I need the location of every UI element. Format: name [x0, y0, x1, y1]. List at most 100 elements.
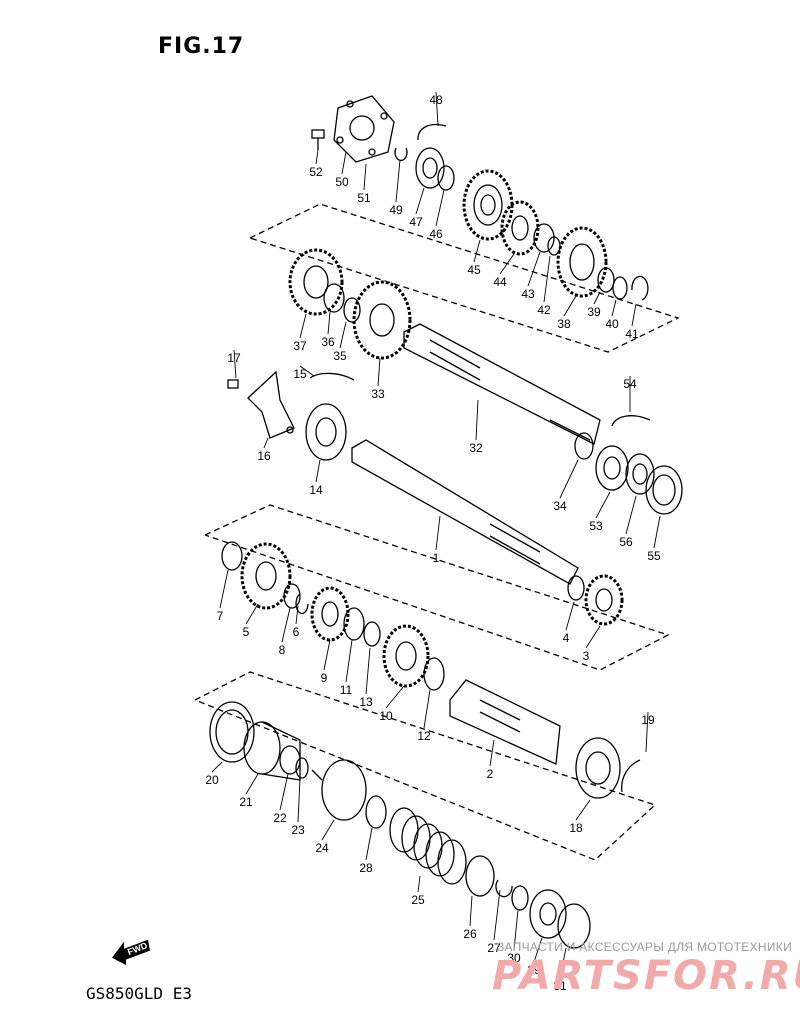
- callout-4: 4: [563, 631, 570, 645]
- washer-30: [511, 885, 529, 911]
- callout-47: 47: [409, 215, 423, 229]
- leader-line-55: [653, 515, 661, 549]
- circlip-23: [295, 757, 309, 779]
- callout-7: 7: [217, 609, 224, 623]
- leader-line-33: [377, 357, 381, 387]
- leader-line-42: [543, 255, 551, 303]
- leader-line-52: [315, 149, 319, 165]
- callout-54: 54: [623, 377, 637, 391]
- leader-line-44: [499, 253, 515, 275]
- leader-line-28: [365, 827, 373, 861]
- callout-51: 51: [357, 191, 371, 205]
- callout-41: 41: [625, 327, 639, 341]
- callout-2: 2: [487, 767, 494, 781]
- watermark-top-text: ЗАПЧАСТИ И АКСЕССУАРЫ ДЛЯ МОТОТЕХНИКИ: [496, 940, 792, 954]
- callout-18: 18: [569, 821, 583, 835]
- leader-line-19: [645, 711, 649, 753]
- leader-line-53: [595, 491, 611, 519]
- leader-line-23: [297, 777, 301, 823]
- leader-line-39: [593, 291, 601, 305]
- leader-line-18: [575, 799, 591, 821]
- callout-10: 10: [379, 709, 393, 723]
- figure-title: FIG.17: [158, 34, 245, 59]
- leader-line-3: [585, 625, 601, 649]
- callout-34: 34: [553, 499, 567, 513]
- callout-31: 31: [553, 979, 567, 993]
- leader-line-26: [469, 895, 473, 927]
- bushing-7: [221, 541, 243, 571]
- gear-5: [240, 542, 292, 610]
- leader-line-24: [321, 819, 335, 841]
- callout-15: 15: [293, 367, 307, 381]
- leader-line-20: [211, 761, 223, 773]
- callout-30: 30: [507, 951, 521, 965]
- washer-26: [465, 855, 495, 897]
- gear-9: [310, 586, 350, 642]
- leader-line-47: [415, 187, 425, 215]
- callout-53: 53: [589, 519, 603, 533]
- leader-line-34: [559, 459, 579, 499]
- cam-24: [311, 759, 367, 821]
- callout-55: 55: [647, 549, 661, 563]
- callout-27: 27: [487, 941, 501, 955]
- leader-line-2: [489, 739, 495, 767]
- leader-line-22: [279, 773, 289, 811]
- bushing-43: [533, 223, 555, 253]
- leader-line-27: [493, 889, 501, 941]
- callout-20: 20: [205, 773, 219, 787]
- circlip-49: [394, 147, 408, 161]
- leader-line-32: [475, 399, 479, 441]
- leader-line-10: [385, 685, 405, 709]
- washer-8: [283, 583, 301, 609]
- callout-39: 39: [587, 305, 601, 319]
- callout-14: 14: [309, 483, 323, 497]
- bearing-14: [305, 403, 347, 461]
- callout-38: 38: [557, 317, 571, 331]
- forward-arrow-icon: FWD: [110, 938, 152, 971]
- leader-line-29: [533, 937, 543, 963]
- callout-3: 3: [583, 649, 590, 663]
- callout-42: 42: [537, 303, 551, 317]
- leader-line-36: [327, 311, 331, 335]
- watermark-logo: PARTSFOR.RU: [492, 953, 800, 999]
- callout-21: 21: [239, 795, 253, 809]
- callout-56: 56: [619, 535, 633, 549]
- circlip-40: [612, 276, 628, 300]
- callout-36: 36: [321, 335, 335, 349]
- gear-33: [352, 280, 412, 360]
- leader-line-38: [563, 295, 577, 317]
- leader-line-31: [559, 947, 567, 979]
- circlip-15: [309, 372, 355, 381]
- callout-layer: [211, 91, 661, 979]
- callout-12: 12: [417, 729, 431, 743]
- leader-line-12: [423, 689, 431, 729]
- callout-8: 8: [279, 643, 286, 657]
- oil-seal-55: [645, 465, 683, 515]
- circlip-48: [417, 123, 447, 141]
- leader-line-6: [295, 605, 299, 625]
- callout-52: 52: [309, 165, 323, 179]
- leader-line-49: [395, 159, 401, 203]
- watermark: ЗАПЧАСТИ И АКСЕССУАРЫ ДЛЯ МОТОТЕХНИКИ PA…: [492, 940, 800, 999]
- circlip-54: [611, 415, 651, 427]
- leader-line-40: [611, 299, 617, 317]
- leader-line-21: [245, 773, 259, 795]
- bearing-56: [625, 453, 655, 495]
- washer-13: [363, 621, 381, 647]
- callout-46: 46: [429, 227, 443, 241]
- leader-line-17: [233, 349, 237, 379]
- seal-31: [557, 903, 591, 949]
- gear-10: [382, 624, 430, 688]
- drive-shaft-32: [403, 323, 601, 445]
- callout-50: 50: [335, 175, 349, 189]
- leader-line-43: [527, 251, 541, 287]
- leader-line-4: [565, 601, 575, 631]
- leader-line-5: [245, 603, 259, 625]
- frame-output-shaft: [194, 671, 657, 861]
- bearing-retainer-plate: [333, 95, 395, 163]
- screw-17: [227, 379, 239, 389]
- callout-11: 11: [340, 683, 353, 697]
- circlip-27: [495, 879, 513, 898]
